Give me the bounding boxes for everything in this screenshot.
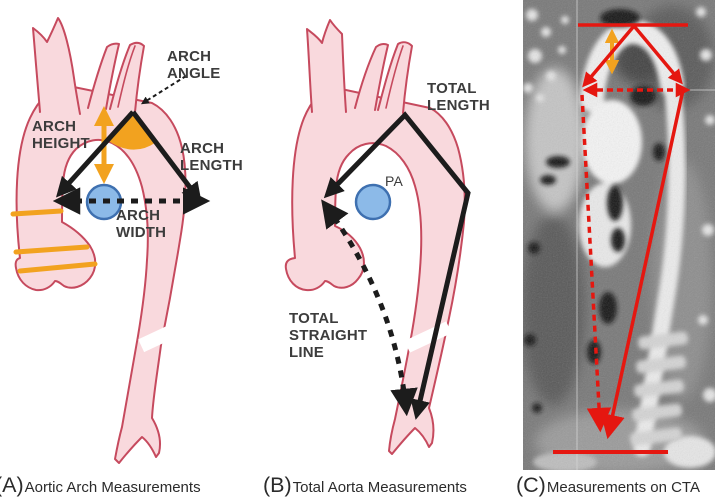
caption-c-letter: (C) bbox=[516, 473, 546, 497]
arch-height-label: ARCH HEIGHT bbox=[32, 118, 90, 152]
panel-b-measurements bbox=[321, 111, 471, 420]
caption-c-text: Measurements on CTA bbox=[546, 479, 700, 496]
panel-c-cta-image bbox=[523, 0, 715, 470]
arch-length-lines bbox=[55, 110, 202, 203]
total-straight-line-label: TOTAL STRAIGHT LINE bbox=[289, 310, 368, 361]
total-length-polyline bbox=[323, 111, 471, 420]
pulmonary-artery-label: PA bbox=[385, 173, 404, 189]
caption-panel-a: (A)Aortic Arch Measurements bbox=[0, 473, 201, 498]
arch-branches bbox=[306, 19, 413, 114]
panel-a-measurements bbox=[52, 75, 211, 221]
arch-branches bbox=[32, 17, 145, 115]
arch-width-label: ARCH WIDTH bbox=[116, 207, 167, 241]
cta-straight-line-arrow bbox=[580, 94, 612, 433]
localizer-lines bbox=[576, 0, 715, 470]
caption-a-letter: (A) bbox=[0, 473, 24, 497]
arch-angle-pointer bbox=[140, 75, 187, 105]
caption-b-text: Total Aorta Measurements bbox=[292, 479, 467, 496]
panel-b-illustration bbox=[284, 19, 471, 455]
panel-a-illustration bbox=[10, 17, 211, 464]
arch-angle-label: ARCH ANGLE bbox=[167, 48, 221, 82]
caption-a-text: Aortic Arch Measurements bbox=[24, 479, 201, 496]
pulmonary-artery-circle bbox=[354, 183, 392, 221]
ct-scan-background bbox=[523, 0, 715, 470]
total-straight-line-arrow bbox=[321, 199, 418, 417]
arch-angle-wedge bbox=[107, 112, 156, 150]
total-length-label: TOTAL LENGTH bbox=[427, 80, 490, 114]
cta-total-length-line bbox=[600, 89, 685, 440]
caption-panel-b: (B)Total Aorta Measurements bbox=[263, 473, 467, 498]
cta-arch-length-lines bbox=[582, 24, 683, 88]
vessel-break-gap bbox=[138, 319, 186, 353]
caption-panel-c: (C)Measurements on CTA bbox=[516, 473, 700, 498]
cta-measurement-overlays bbox=[553, 23, 691, 454]
arch-length-label: ARCH LENGTH bbox=[180, 140, 243, 174]
caption-b-letter: (B) bbox=[263, 473, 292, 497]
